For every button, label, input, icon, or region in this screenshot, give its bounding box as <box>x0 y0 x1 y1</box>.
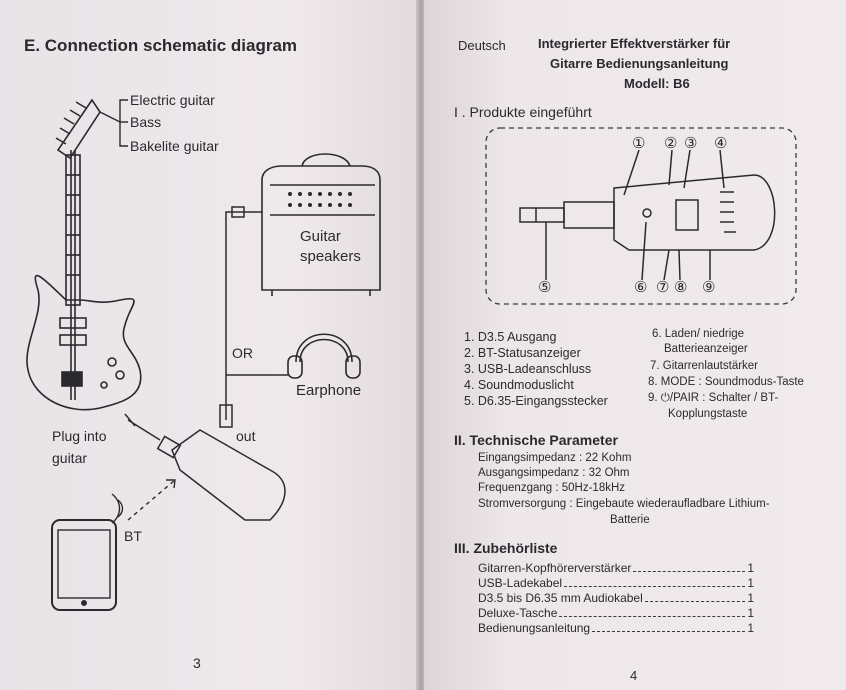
part-item: 5. D6.35-Eingangsstecker <box>464 394 608 408</box>
section-heading: I . Produkte eingeführt <box>454 104 592 120</box>
part-item: 9. ⏻/PAIR : Schalter / BT- <box>648 392 779 404</box>
right-page: Deutsch Integrierter Effektverstärker fü… <box>424 0 846 690</box>
page-number: 4 <box>630 668 638 683</box>
plug-label: guitar <box>52 450 88 466</box>
param-line: Stromversorgung : Eingebaute wiederaufla… <box>478 498 770 510</box>
speakers-label: Guitar <box>300 228 341 245</box>
left-page: E. Connection schematic diagram <box>0 0 418 690</box>
accessory-qty: 1 <box>747 606 754 620</box>
callout-6: ⑥ <box>634 279 648 296</box>
part-item: 7. Gitarrenlautstärker <box>650 360 759 372</box>
part-item: 2. BT-Statusanzeiger <box>464 346 581 360</box>
title-line: Gitarre Bedienungsanleitung <box>550 56 729 71</box>
instrument-label: Electric guitar <box>130 92 215 108</box>
earphone-label: Earphone <box>296 382 362 399</box>
language-label: Deutsch <box>458 38 506 53</box>
accessory-name: D3.5 bis D6.35 mm Audiokabel <box>478 591 643 605</box>
part-item: 4. Soundmoduslicht <box>464 378 574 392</box>
param-line: Ausgangsimpedanz : 32 Ohm <box>478 467 630 479</box>
amplifier-icon <box>261 153 381 296</box>
bt-signal-icon <box>111 479 176 524</box>
page-number: 3 <box>193 655 201 671</box>
callout-9: ⑨ <box>702 279 716 296</box>
out-label: out <box>236 428 256 444</box>
part-item: Kopplungstaste <box>668 408 748 420</box>
param-line: Frequenzgang : 50Hz-18kHz <box>478 482 626 494</box>
section-heading: III. Zubehörliste <box>454 540 558 556</box>
accessory-qty: 1 <box>747 591 754 605</box>
callout-4: ④ <box>714 135 728 152</box>
section-heading: II. Technische Parameter <box>454 432 618 448</box>
accessory-list: Gitarren-Kopfhörerverstärker 1 USB-Ladek… <box>478 560 754 635</box>
accessory-qty: 1 <box>747 561 754 575</box>
callout-7: ⑦ <box>656 279 670 296</box>
part-item: 1. D3.5 Ausgang <box>464 330 557 344</box>
speakers-label: speakers <box>300 248 361 265</box>
plug-label: Plug into <box>52 428 107 444</box>
part-item: 3. USB-Ladeanschluss <box>464 362 592 376</box>
left-heading: E. Connection schematic diagram <box>24 36 298 55</box>
accessory-row: USB-Ladekabel 1 <box>478 575 754 590</box>
callout-2: ② <box>664 135 678 152</box>
bt-label: BT <box>124 528 142 544</box>
accessory-row: Bedienungsanleitung 1 <box>478 620 754 635</box>
accessory-name: USB-Ladekabel <box>478 576 563 590</box>
instrument-label: Bakelite guitar <box>130 138 219 154</box>
param-line: Batterie <box>610 514 650 526</box>
product-diagram <box>485 127 797 305</box>
accessory-name: Gitarren-Kopfhörerverstärker <box>478 561 632 575</box>
or-label: OR <box>232 345 253 361</box>
book-spine <box>416 0 426 690</box>
accessory-row: Gitarren-Kopfhörerverstärker 1 <box>478 560 754 575</box>
headphones-icon <box>226 333 361 379</box>
callout-1: ① <box>632 135 646 152</box>
callout-5: ⑤ <box>538 279 552 296</box>
accessory-row: Deluxe-Tasche 1 <box>478 605 754 620</box>
instrument-label: Bass <box>130 114 162 130</box>
part-item: 8. MODE : Soundmodus-Taste <box>648 376 804 388</box>
guitar-icon <box>26 98 142 411</box>
connection-diagram <box>26 98 381 611</box>
accessory-qty: 1 <box>747 621 754 635</box>
callout-8: ⑧ <box>674 279 688 296</box>
accessory-name: Bedienungsanleitung <box>478 621 591 635</box>
callout-3: ③ <box>684 135 698 152</box>
title-line: Integrierter Effektverstärker für <box>538 36 731 51</box>
title-line: Modell: B6 <box>624 76 690 91</box>
param-line: Eingangsimpedanz : 22 Kohm <box>478 452 632 464</box>
phone-icon <box>51 519 117 611</box>
accessory-qty: 1 <box>747 576 754 590</box>
amp-device-icon <box>124 404 286 521</box>
part-item: Batterieanzeiger <box>664 343 748 355</box>
part-item: 6. Laden/ niedrige <box>652 328 745 340</box>
accessory-row: D3.5 bis D6.35 mm Audiokabel 1 <box>478 590 754 605</box>
accessory-name: Deluxe-Tasche <box>478 606 558 620</box>
device-outline-icon <box>519 149 776 281</box>
